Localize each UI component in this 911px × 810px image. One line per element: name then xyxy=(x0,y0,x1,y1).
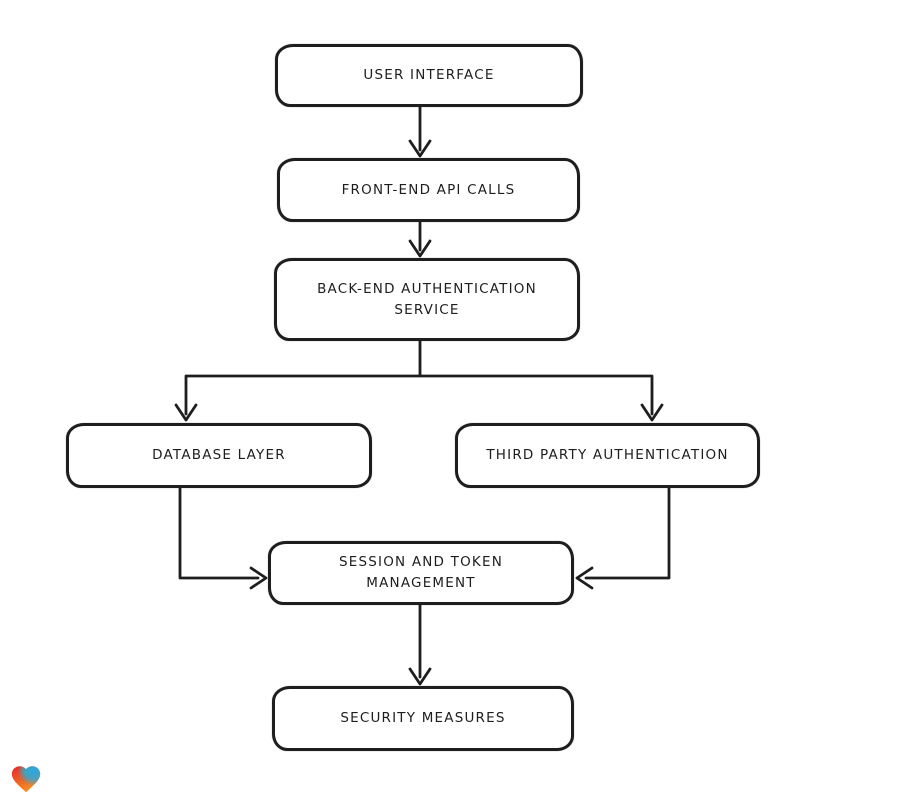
node-front-end-api-calls-label: FRONT-END API CALLS xyxy=(341,181,516,198)
edge-database-to-session-arrowhead xyxy=(249,566,268,590)
edge-backend-branch xyxy=(184,339,654,416)
edge-thirdparty-to-session xyxy=(584,486,671,580)
node-third-party-authentication-label: THIRD PARTY AUTHENTICATION xyxy=(486,447,729,464)
edge-session-to-security-arrowhead xyxy=(408,667,432,686)
node-database-layer: DATABASE LAYER xyxy=(66,423,372,488)
node-security-measures-label: SECURITY MEASURES xyxy=(340,710,506,727)
node-user-interface: USER INTERFACE xyxy=(275,44,583,107)
node-security-measures: SECURITY MEASURES xyxy=(272,686,574,751)
node-user-interface-label: USER INTERFACE xyxy=(363,67,495,84)
heart-icon xyxy=(11,766,41,793)
node-back-end-authentication-service-label: BACK-END AUTHENTICATION SERVICE xyxy=(317,280,537,318)
node-session-and-token-management-label: SESSION AND TOKEN MANAGEMENT xyxy=(338,554,503,591)
edge-database-to-session xyxy=(178,486,260,580)
edge-ui-to-frontend-arrowhead xyxy=(408,139,432,158)
node-session-and-token-management: SESSION AND TOKEN MANAGEMENT xyxy=(268,541,574,605)
node-third-party-authentication: THIRD PARTY AUTHENTICATION xyxy=(455,423,760,488)
node-database-layer-label: DATABASE LAYER xyxy=(152,447,286,464)
edge-thirdparty-to-session-arrowhead xyxy=(575,566,594,590)
edge-backend-to-database-arrowhead xyxy=(174,403,198,422)
node-front-end-api-calls: FRONT-END API CALLS xyxy=(277,158,580,222)
node-back-end-authentication-service: BACK-END AUTHENTICATION SERVICE xyxy=(274,258,580,341)
edge-frontend-to-backend-arrowhead xyxy=(408,239,432,258)
edge-backend-to-thirdparty-arrowhead xyxy=(640,403,664,422)
lovable-logo-badge[interactable] xyxy=(9,762,43,796)
